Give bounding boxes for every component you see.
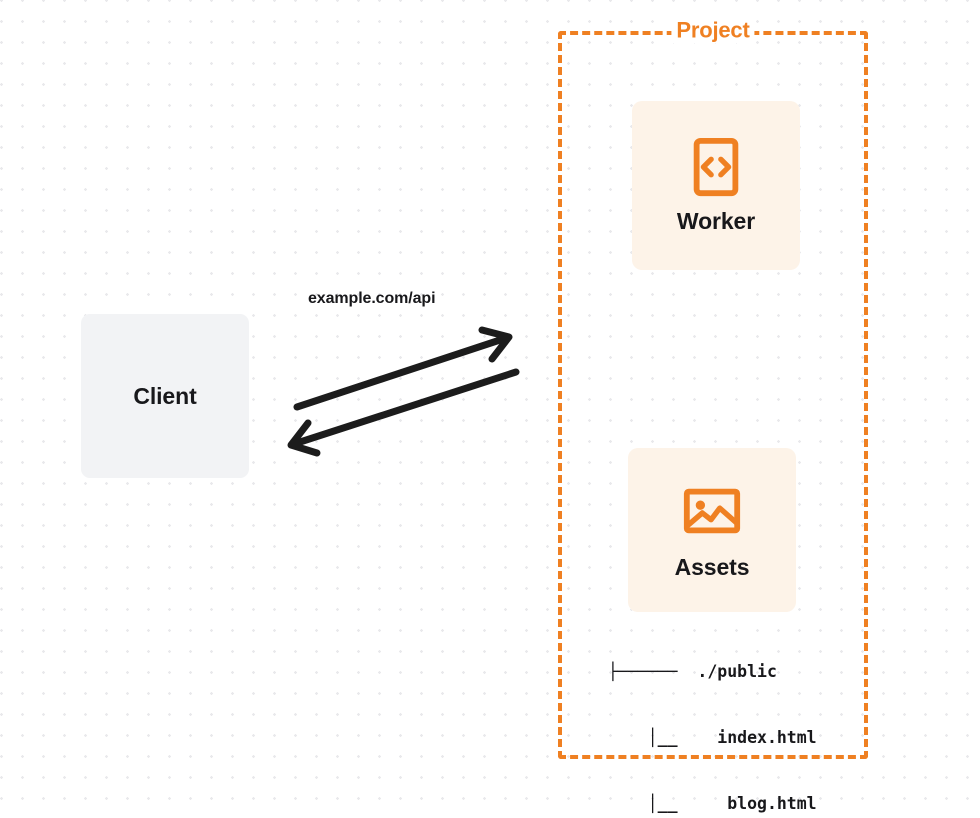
request-arrow (293, 326, 513, 411)
response-arrow (287, 368, 520, 457)
code-brackets-icon (693, 137, 739, 197)
assets-label: Assets (674, 553, 750, 580)
project-container: Project (558, 17, 868, 759)
image-icon (683, 488, 741, 533)
worker-label: Worker (676, 208, 756, 234)
file-tree: ├────── ./public │__ index.html │__ blog… (608, 617, 817, 818)
file-tree-line-index: │__ index.html (608, 728, 817, 747)
client-node[interactable]: Client (81, 314, 249, 478)
client-label: Client (133, 382, 197, 409)
worker-card[interactable]: Worker (632, 101, 800, 270)
file-tree-line-root: ├────── ./public (608, 662, 777, 681)
project-title: Project (671, 17, 755, 44)
connector-label: example.com/api (308, 290, 436, 307)
assets-card[interactable]: Assets (628, 448, 796, 612)
file-tree-line-blog: │__ blog.html (608, 794, 817, 813)
